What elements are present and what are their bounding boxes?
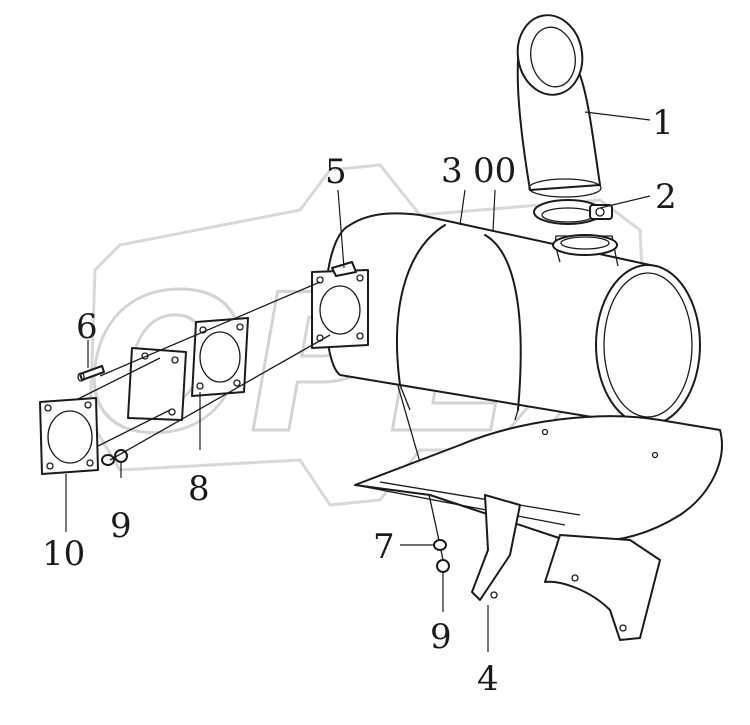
intermediate-pipe [59,347,187,461]
callout-5: 5 [325,152,347,192]
callout-4: 4 [477,659,499,699]
callout-300-digit: 3 [441,151,463,191]
alignment-lines [99,281,446,571]
callout-9-bottom: 9 [430,617,452,657]
nut-washer-left [101,449,128,466]
callout-8: 8 [188,469,210,509]
flange-gasket [191,317,249,397]
callout-10: 10 [42,534,85,574]
callout-1: 1 [652,103,674,143]
muffler-body [324,212,701,426]
callout-6: 6 [76,307,98,347]
callout-2: 2 [655,177,677,217]
callout-300-zeros: 00 [473,151,516,191]
leader-lines [65,111,651,652]
pipe-clamp [533,199,613,225]
callout-7: 7 [373,527,395,567]
callout-9-left: 9 [110,506,132,546]
callout-labels: 1 2 3 00 4 5 6 7 8 9 9 10 [42,103,677,699]
bracket-bolt [433,539,450,573]
stud-bolt [77,365,105,382]
muffler-inlet-flange [311,261,369,349]
exhaust-tail-pipe [516,14,602,198]
exhaust-flange [39,397,99,475]
muffler-support-bracket [354,415,723,641]
